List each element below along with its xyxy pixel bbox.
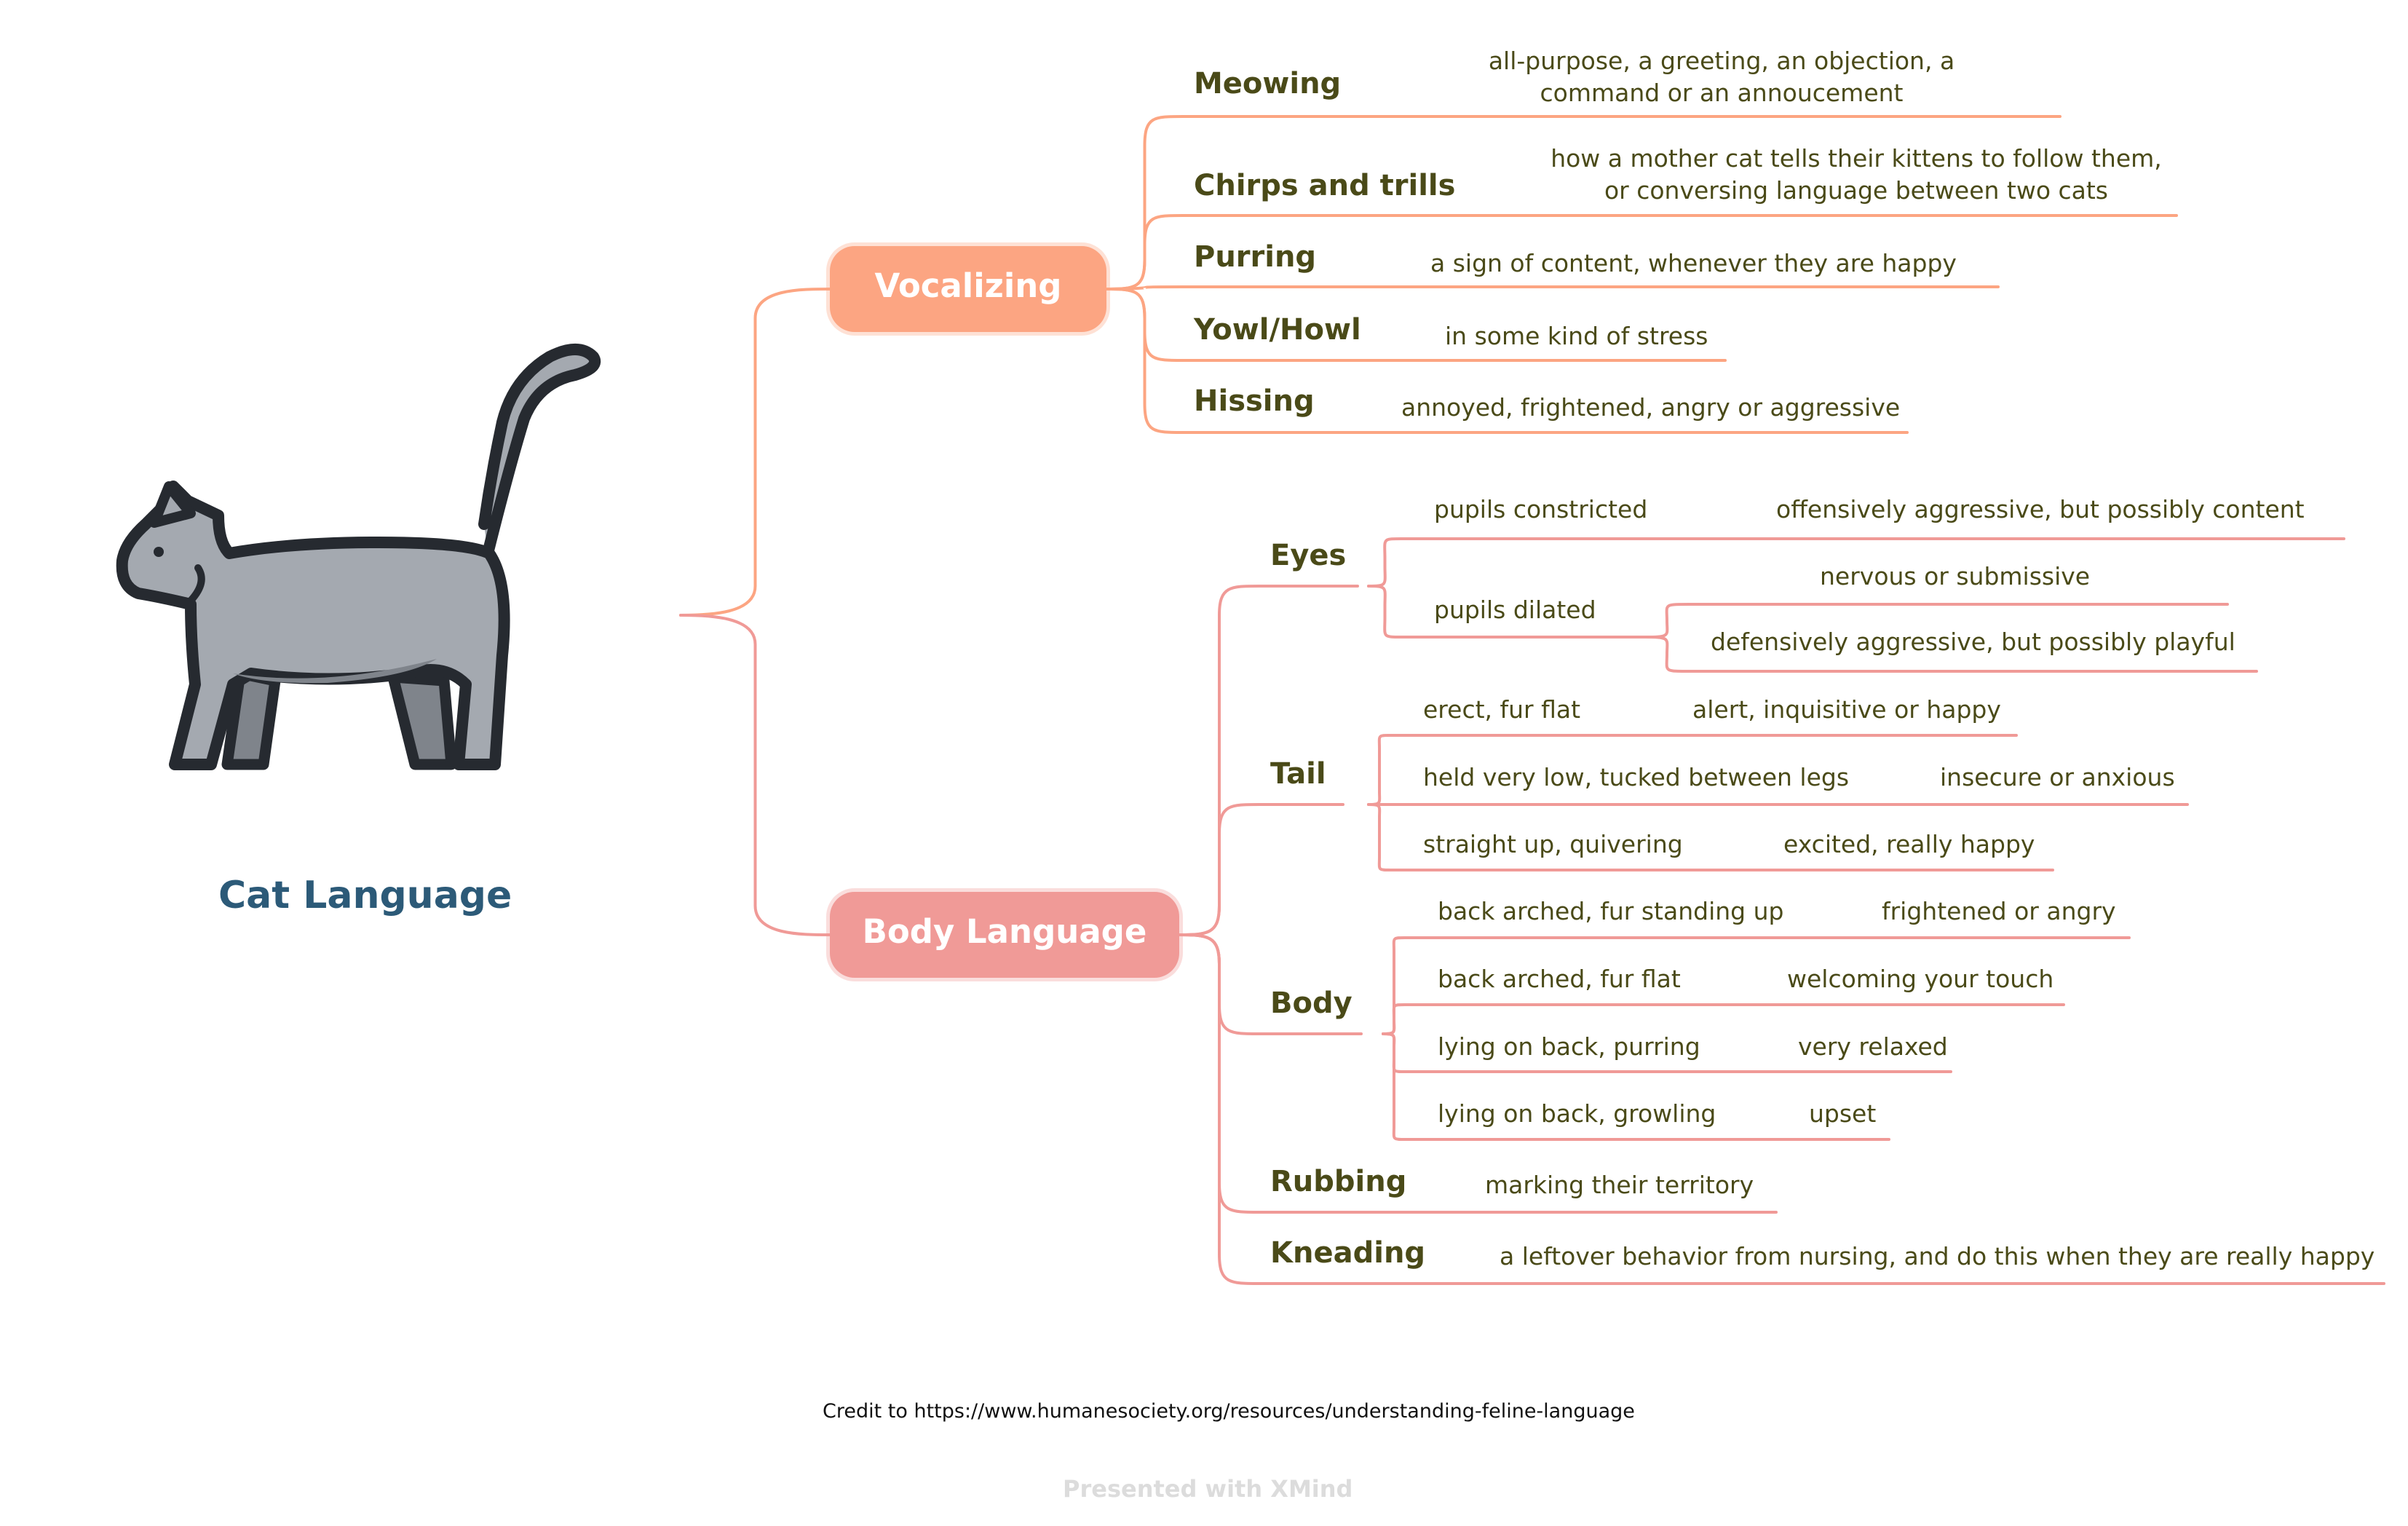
topic-pupils-dilated[interactable]: pupils dilated — [1434, 596, 1623, 624]
topic-meowing[interactable]: Meowing — [1194, 67, 1339, 100]
leaf-kneading[interactable]: a leftover behavior from nursing, and do… — [1500, 1242, 2373, 1270]
leaf-chirps-and-trills[interactable]: how a mother cat tells their kittens to … — [1550, 143, 2162, 207]
connector-pupils-dilated — [1369, 586, 1401, 637]
connector-root-to-body-language — [681, 615, 830, 935]
topic-back-arched-fur-flat[interactable]: back arched, fur flat — [1438, 965, 1743, 993]
leaf-lying-on-back-growling[interactable]: upset — [1809, 1099, 1925, 1128]
topic-erect-fur-flat[interactable]: erect, fur flat — [1423, 695, 1641, 724]
topic-lying-on-back-growling[interactable]: lying on back, growling — [1438, 1099, 1729, 1128]
topic-purring[interactable]: Purring — [1194, 240, 1325, 274]
leaf-yowl-howl[interactable]: in some kind of stress — [1445, 322, 1736, 350]
leaf-straight-up-quivering[interactable]: excited, really happy — [1783, 830, 2045, 858]
topic-rubbing[interactable]: Rubbing — [1270, 1165, 1401, 1198]
topic-chirps-and-trills[interactable]: Chirps and trills — [1194, 169, 1434, 202]
topic-held-very-low-tucked-between-legs[interactable]: held very low, tucked between legs — [1423, 763, 1787, 791]
leaf-pupils-dilated-1[interactable]: defensively aggressive, but possibly pla… — [1711, 628, 2235, 656]
topic-lying-on-back-purring[interactable]: lying on back, purring — [1438, 1032, 1729, 1061]
connector-straight-up-quivering — [1369, 804, 1390, 870]
connector-kneading — [1179, 935, 1259, 1284]
leaf-erect-fur-flat[interactable]: alert, inquisitive or happy — [1692, 695, 1998, 724]
connector-leaf-pupils-dilated-1 — [1645, 637, 1689, 671]
connector-root-to-vocalizing — [681, 289, 830, 615]
leaf-held-very-low-tucked-between-legs[interactable]: insecure or anxious — [1940, 763, 2187, 791]
leaf-purring[interactable]: a sign of content, whenever they are hap… — [1430, 249, 1954, 277]
leaf-pupils-constricted[interactable]: offensively aggressive, but possibly con… — [1776, 495, 2351, 523]
connector-pupils-constricted — [1369, 539, 1401, 586]
leaf-meowing[interactable]: all-purpose, a greeting, an objection, a… — [1430, 45, 2013, 109]
connector-leaf-pupils-dilated-0 — [1645, 604, 1689, 637]
topic-back-arched-fur-standing-up[interactable]: back arched, fur standing up — [1438, 897, 1802, 925]
topic-yowl-howl[interactable]: Yowl/Howl — [1194, 313, 1354, 347]
topic-hissing[interactable]: Hissing — [1194, 384, 1318, 418]
presented-with-xmind: Presented with XMind — [1063, 1475, 1352, 1503]
connector-tail — [1179, 804, 1259, 935]
topic-tail[interactable]: Tail — [1270, 757, 1350, 791]
leaf-rubbing[interactable]: marking their territory — [1485, 1171, 1776, 1199]
leaf-back-arched-fur-flat[interactable]: welcoming your touch — [1787, 965, 2064, 993]
leaf-pupils-dilated-0[interactable]: nervous or submissive — [1820, 562, 2198, 590]
leaf-back-arched-fur-standing-up[interactable]: frightened or angry — [1882, 897, 2144, 925]
topic-body[interactable]: Body — [1270, 987, 1365, 1020]
connector-back-arched-fur-flat — [1383, 1005, 1405, 1034]
branch-body-language[interactable]: Body Language — [830, 892, 1179, 978]
leaf-lying-on-back-purring[interactable]: very relaxed — [1798, 1032, 1987, 1061]
topic-kneading[interactable]: Kneading — [1270, 1236, 1416, 1270]
credit-text: Credit to https://www.humanesociety.org/… — [823, 1400, 1635, 1423]
connector-lying-on-back-growling — [1383, 1034, 1405, 1139]
leaf-hissing[interactable]: annoyed, frightened, angry or aggressive — [1401, 393, 1896, 422]
topic-eyes[interactable]: Eyes — [1270, 539, 1350, 572]
connector-erect-fur-flat — [1369, 735, 1390, 804]
topic-pupils-constricted[interactable]: pupils constricted — [1434, 495, 1682, 523]
central-topic[interactable]: Cat Language — [218, 874, 512, 917]
topic-straight-up-quivering[interactable]: straight up, quivering — [1423, 830, 1685, 858]
branch-vocalizing[interactable]: Vocalizing — [830, 246, 1106, 332]
